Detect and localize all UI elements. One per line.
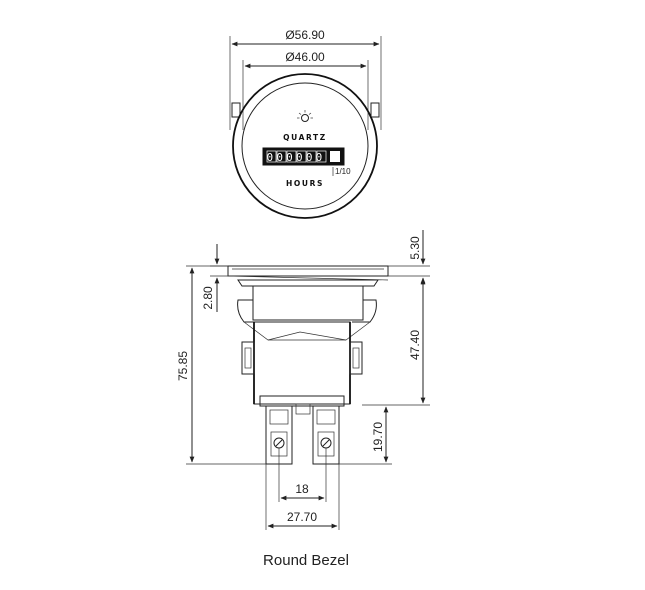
total-length-label: 75.85: [176, 351, 190, 381]
upper-housing: [252, 285, 364, 321]
bezel-thickness-label: 5.30: [408, 236, 422, 260]
right-mounting-lug: [370, 102, 380, 118]
outer-bezel-ring: [232, 73, 378, 219]
inner-diameter-label: Ø46.00: [285, 50, 325, 64]
bezel-flange: [227, 265, 389, 277]
terminal-length-label: 19.70: [371, 422, 385, 452]
terminal-spacing-label: 18: [295, 482, 309, 496]
inner-bezel-ring: [241, 82, 369, 210]
left-mounting-lug: [231, 102, 241, 118]
sun-indicator-icon: [297, 110, 313, 122]
hour-counter-display: 000000: [262, 147, 345, 166]
face-brand-text: QUARTZ: [283, 133, 327, 142]
right-side-tab: [349, 341, 363, 375]
face-resolution-text: 1/10: [335, 167, 351, 176]
main-housing: [253, 321, 351, 405]
face-unit-text: HOURS: [286, 179, 324, 188]
counter-digits: 000000: [267, 151, 326, 164]
terminal-width-label: 27.70: [287, 510, 317, 524]
figure-caption: Round Bezel: [263, 552, 349, 569]
flange-label: 2.80: [201, 286, 215, 310]
body-depth-label: 47.40: [408, 330, 422, 360]
outer-diameter-label: Ø56.90: [285, 28, 325, 42]
right-terminal-block: [312, 405, 340, 465]
right-spring-clip: [352, 299, 377, 323]
front-view: Ø56.90 Ø46.00 QUARTZ: [229, 28, 382, 219]
left-side-tab: [241, 341, 255, 375]
side-view: 5.30 47.40 19.70 2.80 75.85 18 27.70: [176, 230, 430, 530]
left-spring-clip: [237, 299, 262, 323]
